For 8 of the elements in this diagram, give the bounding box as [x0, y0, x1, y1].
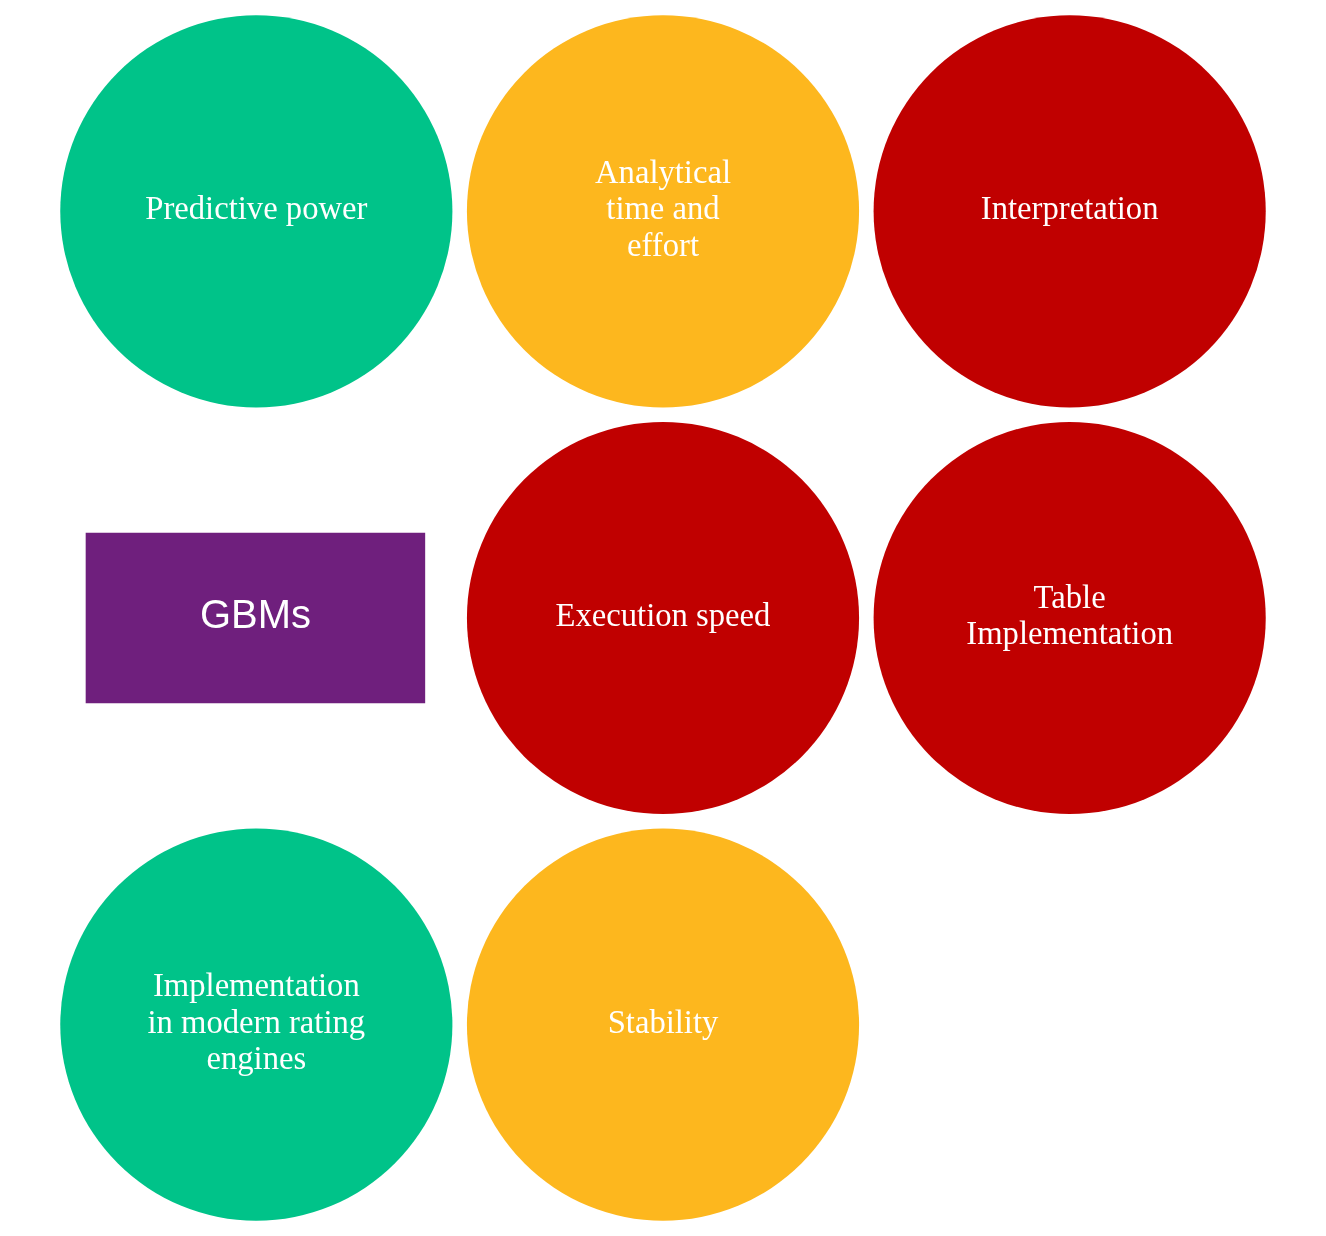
node-circle: Table Implementation: [873, 421, 1266, 815]
node-circle: Interpretation: [873, 15, 1266, 408]
node-circle: Analytical time and effort: [466, 15, 860, 408]
node-circle: Implementation in modern rating engines: [60, 828, 453, 1221]
node-box: GBMs: [85, 532, 426, 704]
node-circle: Predictive power: [60, 15, 453, 408]
node-circle: Stability: [466, 828, 860, 1221]
node-circle: Execution speed: [466, 421, 860, 815]
